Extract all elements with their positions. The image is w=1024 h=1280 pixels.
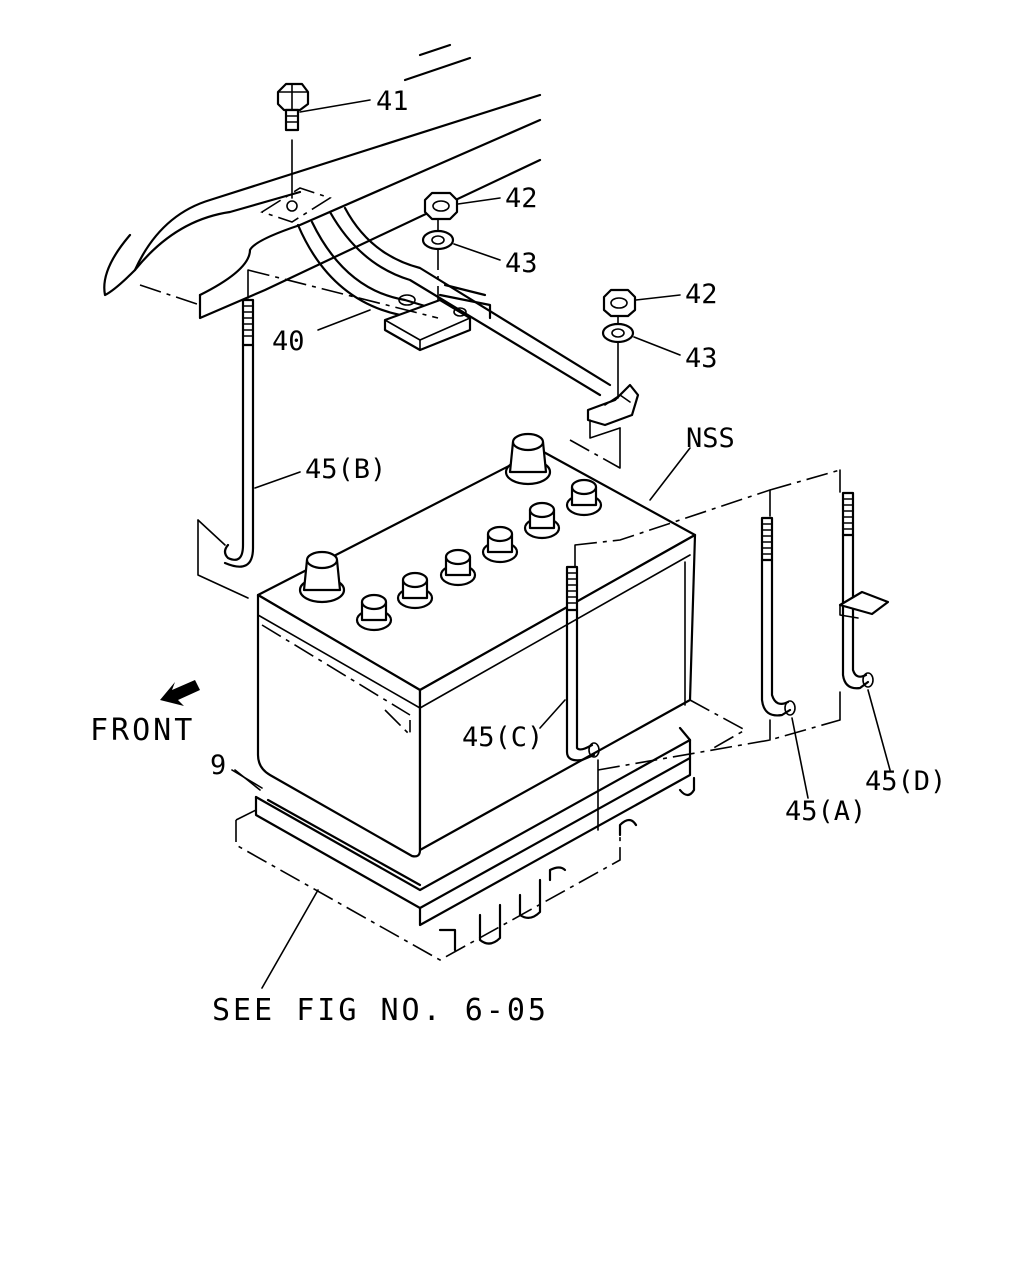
label-part-45b: 45(B) — [305, 454, 386, 485]
frame-rail — [103, 43, 542, 320]
battery-terminal-right — [504, 432, 552, 486]
battery-terminal-left — [298, 550, 346, 604]
label-part-43-left: 43 — [505, 248, 538, 279]
hook-bolt-45d — [838, 469, 891, 771]
label-part-41: 41 — [376, 86, 409, 117]
hook-bolt-45b — [197, 269, 439, 599]
label-part-42-right: 42 — [685, 279, 718, 310]
label-part-40: 40 — [272, 326, 305, 357]
washer-43-left — [421, 229, 501, 261]
washer-43-right — [601, 322, 681, 356]
label-part-45d: 45(D) — [865, 766, 946, 797]
hook-bolt-45a — [597, 469, 841, 799]
label-part-43-right: 43 — [685, 343, 718, 374]
leader-9 — [234, 769, 261, 791]
label-front: FRONT — [90, 713, 195, 748]
bolt-41 — [276, 82, 371, 199]
label-part-42-left: 42 — [505, 183, 538, 214]
battery — [256, 432, 697, 858]
nut-42-right — [602, 288, 681, 318]
leader-40 — [317, 309, 371, 331]
label-nss: NSS — [686, 423, 735, 454]
nut-42-left — [423, 191, 501, 221]
hook-bolt-45c — [539, 489, 771, 831]
label-see-fig: SEE FIG NO. 6-05 — [212, 993, 549, 1028]
arrow-down-left-icon — [160, 680, 200, 706]
label-part-45a: 45(A) — [785, 796, 866, 827]
hold-bracket-40 — [296, 206, 640, 469]
label-part-9: 9 — [210, 750, 226, 781]
label-part-45c: 45(C) — [462, 722, 543, 753]
leader-see-fig — [261, 889, 319, 989]
battery-cell-caps — [355, 478, 603, 632]
battery-tray-9 — [231, 699, 747, 961]
